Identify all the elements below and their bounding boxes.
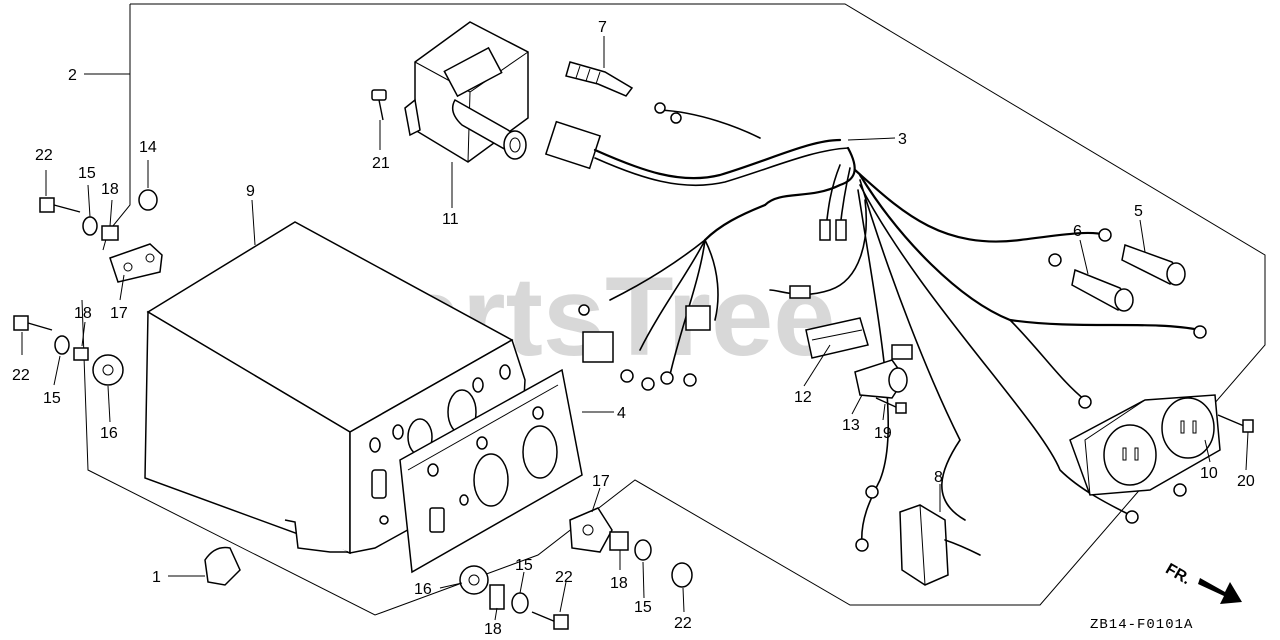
collar-18-bottom: [489, 584, 505, 610]
receptacle-10: [1069, 394, 1221, 496]
wire-harness: [544, 102, 1207, 552]
control-box: [144, 221, 526, 555]
callout-1: 1: [152, 569, 161, 586]
callout-4: 4: [617, 405, 626, 422]
bolt-22-bottom: [531, 611, 569, 630]
collar-18-right: [609, 531, 629, 551]
terminal-5: [1121, 243, 1186, 286]
collar-18-lower: [73, 347, 89, 361]
screw-21: [371, 89, 387, 121]
callout-19: 19: [874, 425, 892, 442]
mount-16-bottom: [459, 565, 489, 595]
callout-6: 6: [1073, 223, 1082, 240]
connector-7: [565, 61, 634, 97]
leader-lines: [21, 36, 1249, 621]
component-8: [899, 504, 981, 586]
grommet-17-upper: [109, 243, 163, 283]
diagram-code: ZB14-F0101A: [1090, 617, 1193, 633]
clip-14: [138, 189, 158, 211]
callout-18: 18: [101, 181, 119, 198]
washer-15-right: [634, 539, 652, 561]
breaker-13: [854, 344, 913, 399]
callout-8: 8: [934, 469, 943, 486]
callout-22: 22: [555, 569, 573, 586]
callout-5: 5: [1134, 203, 1143, 220]
callout-3: 3: [898, 131, 907, 148]
callout-13: 13: [842, 417, 860, 434]
screw-20: [1217, 414, 1254, 433]
direction-arrow-icon: [1198, 578, 1242, 604]
callout-18: 18: [74, 305, 92, 322]
callout-15: 15: [43, 390, 61, 407]
callout-15: 15: [515, 557, 533, 574]
screw-19: [875, 397, 907, 414]
callout-18: 18: [484, 621, 502, 638]
bolt-22-upper: [39, 197, 81, 213]
terminal-6: [1071, 268, 1134, 312]
callout-7: 7: [598, 19, 607, 36]
washer-15-bottom: [511, 592, 529, 614]
callout-22: 22: [12, 367, 30, 384]
callout-labels: 2 14 22 15 18 17 22 15 18 16 9 1 21 11 7…: [12, 19, 1255, 638]
clip-1: [204, 546, 241, 586]
assembly-outline: [81, 3, 1266, 616]
callout-22: 22: [674, 615, 692, 632]
callout-11: 11: [442, 211, 459, 228]
bolt-22-lower: [13, 315, 53, 331]
grommet-17-lower: [569, 507, 613, 553]
callout-22: 22: [35, 147, 53, 164]
collar-18-upper: [101, 225, 119, 241]
callout-9: 9: [246, 183, 255, 200]
callout-20: 20: [1237, 473, 1255, 490]
callout-17: 17: [110, 305, 128, 322]
callout-14: 14: [139, 139, 157, 156]
bolt-22-right: [671, 562, 693, 588]
callout-16: 16: [414, 581, 432, 598]
washer-15-lower: [54, 335, 70, 355]
switch-bracket-12: [805, 317, 869, 359]
callout-17: 17: [592, 473, 610, 490]
callout-15: 15: [634, 599, 652, 616]
callout-16: 16: [100, 425, 118, 442]
callout-12: 12: [794, 389, 812, 406]
callout-18: 18: [610, 575, 628, 592]
washer-15-upper: [82, 216, 98, 236]
control-panel: [399, 368, 583, 574]
callout-15: 15: [78, 165, 96, 182]
callout-10: 10: [1200, 465, 1218, 482]
callout-2: 2: [68, 67, 77, 84]
front-direction-indicator: FR.: [1163, 561, 1242, 604]
ignition-unit: [404, 21, 529, 163]
direction-label: FR.: [1163, 561, 1194, 589]
mount-16-left: [92, 354, 124, 386]
callout-21: 21: [372, 155, 390, 172]
